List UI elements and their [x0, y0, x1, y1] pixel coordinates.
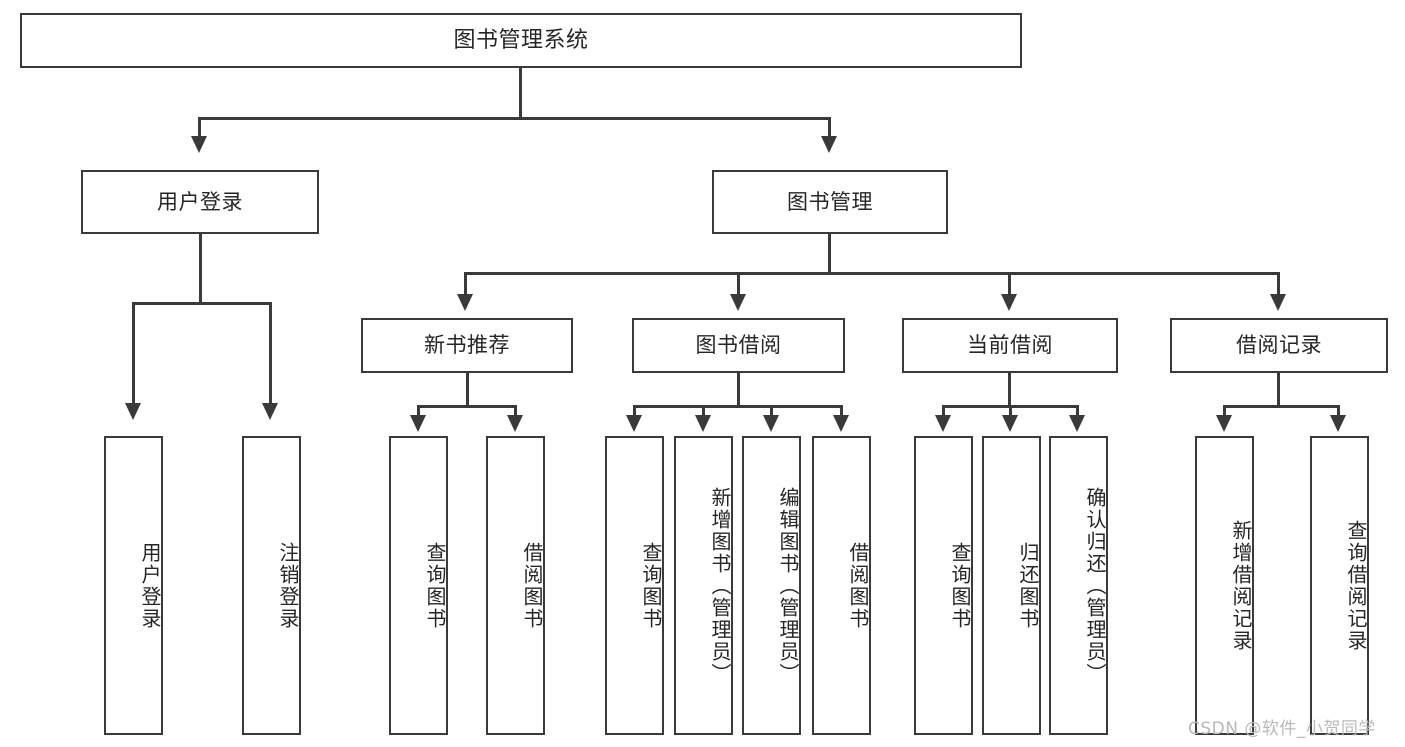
node-new-book-recommend[interactable]: 新书推荐	[361, 318, 573, 373]
leaf-current-confirm-return-admin[interactable]: 确认归还（管理员）	[1049, 436, 1108, 735]
connector-book-borrow-drop-1	[633, 405, 636, 417]
connector-bm-drop-book-borrow	[737, 272, 740, 296]
leaf-record-query-borrow-record[interactable]: 查询借阅记录	[1310, 436, 1369, 735]
connector-current-borrow-drop-3	[1076, 405, 1079, 417]
arrowhead-current-borrow-leaf-3	[1069, 415, 1085, 432]
leaf-borrow-add-book-admin[interactable]: 新增图书（管理员）	[674, 436, 733, 735]
connector-current-borrow-drop-2	[1009, 405, 1012, 417]
node-label: 借阅图书	[846, 541, 870, 630]
node-label: 注销登录	[276, 541, 300, 630]
leaf-current-return-book[interactable]: 归还图书	[982, 436, 1041, 735]
leaf-current-query-book[interactable]: 查询图书	[914, 436, 973, 735]
connector-current-borrow-drop-1	[942, 405, 945, 417]
connector-root-bus	[198, 117, 831, 120]
connector-book-management-stem	[828, 234, 831, 274]
connector-book-management-bus	[464, 272, 1280, 275]
connector-book-borrow-drop-3	[770, 405, 773, 417]
node-label: 图书借阅	[695, 333, 782, 358]
arrowhead-bm-current-borrow	[1001, 294, 1017, 311]
connector-user-login-drop-2	[269, 302, 272, 406]
connector-new-book-drop-2	[514, 405, 517, 417]
node-label: 新增图书（管理员）	[708, 486, 732, 685]
connector-new-book-stem	[466, 373, 469, 408]
node-label: 用户登录	[157, 189, 243, 214]
arrowhead-new-book-leaf-2	[507, 415, 523, 432]
connector-new-book-bus	[417, 405, 517, 408]
connector-root-to-book-management	[828, 117, 831, 139]
arrowhead-root-to-book-management	[821, 136, 837, 153]
arrowhead-book-borrow-leaf-2	[695, 415, 711, 432]
connector-bm-drop-new-book	[464, 272, 467, 296]
node-label: 归还图书	[1016, 541, 1040, 630]
connector-book-borrow-drop-2	[702, 405, 705, 417]
node-label: 编辑图书（管理员）	[776, 486, 800, 685]
node-label: 查询图书	[948, 541, 972, 630]
connector-user-login-bus	[132, 302, 271, 305]
node-label: 借阅图书	[520, 541, 544, 630]
node-label: 查询图书	[639, 541, 663, 630]
arrowhead-borrow-record-leaf-2	[1330, 415, 1346, 432]
node-book-management[interactable]: 图书管理	[712, 170, 948, 234]
leaf-user-login[interactable]: 用户登录	[104, 436, 163, 735]
node-book-borrow[interactable]: 图书借阅	[632, 318, 845, 373]
node-label: 查询图书	[423, 541, 447, 630]
node-label: 图书管理系统	[453, 27, 589, 53]
node-label: 查询借阅记录	[1344, 519, 1368, 652]
leaf-recommend-borrow-book[interactable]: 借阅图书	[486, 436, 545, 735]
node-label: 用户登录	[138, 541, 162, 630]
arrowhead-bm-book-borrow	[730, 294, 746, 311]
arrowhead-current-borrow-leaf-1	[935, 415, 951, 432]
arrowhead-user-login-leaf-1	[125, 403, 141, 420]
node-label: 新增借阅记录	[1229, 519, 1253, 652]
leaf-borrow-query-book[interactable]: 查询图书	[605, 436, 664, 735]
node-user-login[interactable]: 用户登录	[81, 170, 319, 234]
leaf-borrow-edit-book-admin[interactable]: 编辑图书（管理员）	[742, 436, 801, 735]
arrowhead-book-borrow-leaf-4	[833, 415, 849, 432]
node-label: 确认归还（管理员）	[1083, 486, 1107, 685]
connector-user-login-drop-1	[132, 302, 135, 406]
arrowhead-user-login-leaf-2	[262, 403, 278, 420]
connector-book-borrow-bus	[633, 405, 843, 408]
arrowhead-book-borrow-leaf-1	[626, 415, 642, 432]
connector-current-borrow-stem	[1008, 373, 1011, 408]
leaf-logout[interactable]: 注销登录	[242, 436, 301, 735]
connector-root-to-user-login	[198, 117, 201, 139]
arrowhead-bm-borrow-record	[1270, 294, 1286, 311]
node-label: 图书管理	[787, 189, 873, 214]
node-label: 当前借阅	[967, 333, 1053, 358]
arrowhead-current-borrow-leaf-2	[1002, 415, 1018, 432]
arrowhead-root-to-user-login	[191, 136, 207, 153]
connector-bm-drop-borrow-record	[1277, 272, 1280, 296]
connector-new-book-drop-1	[417, 405, 420, 417]
leaf-record-add-borrow-record[interactable]: 新增借阅记录	[1195, 436, 1254, 735]
arrowhead-book-borrow-leaf-3	[763, 415, 779, 432]
connector-borrow-record-stem	[1277, 373, 1280, 408]
node-label: 新书推荐	[424, 333, 510, 358]
node-current-borrow[interactable]: 当前借阅	[902, 318, 1118, 373]
connector-bm-drop-current-borrow	[1008, 272, 1011, 296]
connector-user-login-stem	[199, 234, 202, 304]
arrowhead-bm-new-book	[457, 294, 473, 311]
connector-borrow-record-bus	[1223, 405, 1340, 408]
arrowhead-borrow-record-leaf-1	[1216, 415, 1232, 432]
leaf-borrow-borrow-book[interactable]: 借阅图书	[812, 436, 871, 735]
connector-book-borrow-drop-4	[840, 405, 843, 417]
connector-borrow-record-drop-1	[1223, 405, 1226, 417]
connector-root-stem	[519, 68, 522, 119]
node-root-book-management-system[interactable]: 图书管理系统	[20, 13, 1022, 68]
arrowhead-new-book-leaf-1	[410, 415, 426, 432]
connector-book-borrow-stem	[737, 373, 740, 408]
leaf-recommend-query-book[interactable]: 查询图书	[389, 436, 448, 735]
csdn-watermark: CSDN @软件_小贺同学	[1188, 719, 1376, 739]
node-label: 借阅记录	[1236, 333, 1322, 358]
node-borrow-record[interactable]: 借阅记录	[1170, 318, 1388, 373]
connector-borrow-record-drop-2	[1337, 405, 1340, 417]
